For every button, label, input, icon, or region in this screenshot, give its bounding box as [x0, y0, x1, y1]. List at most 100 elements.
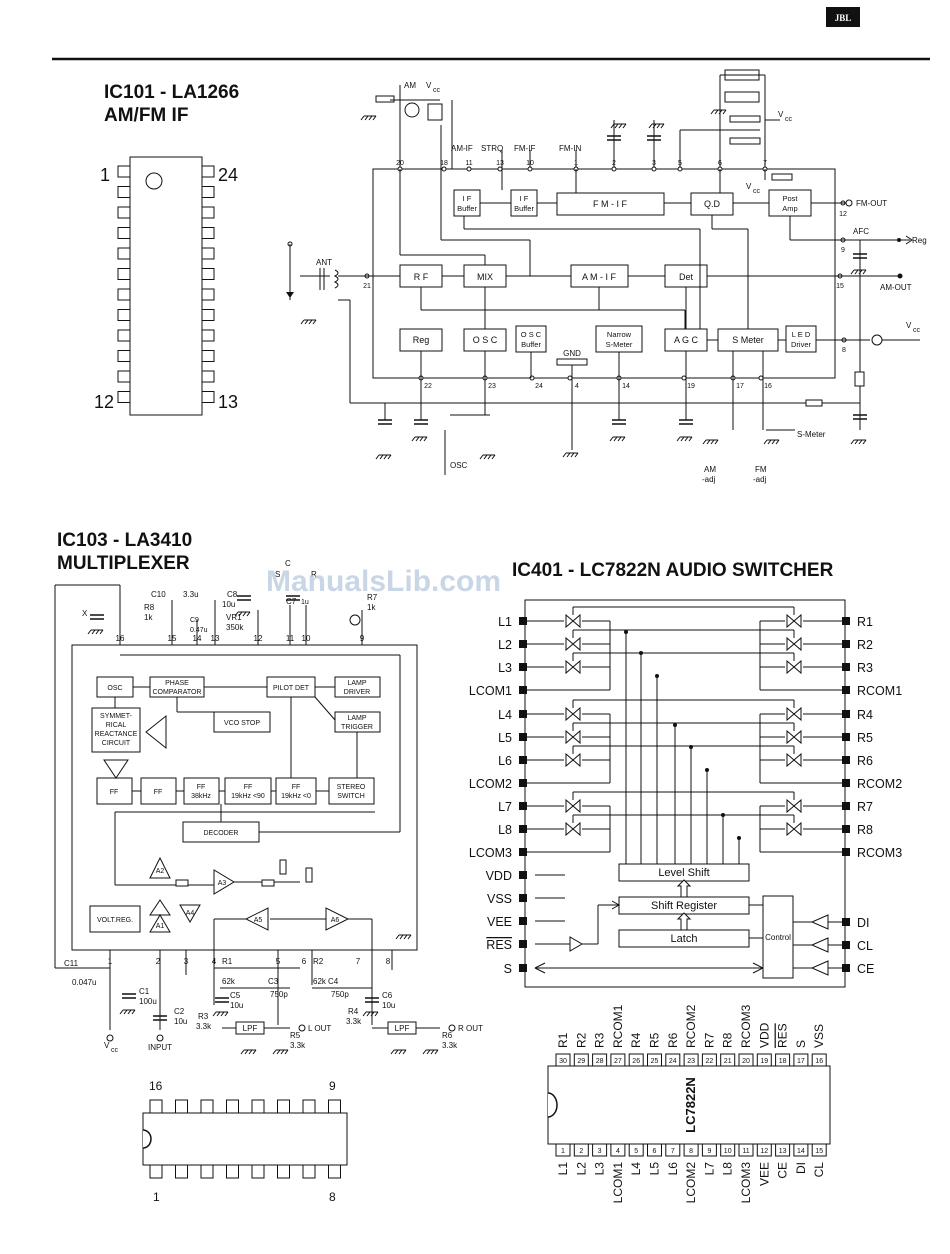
ic103-phase: PHASE	[165, 680, 189, 687]
ic101-fm-adj-b: -adj	[753, 475, 767, 484]
ic401-pkg-bottom-label: L8	[721, 1162, 735, 1176]
ic101-osc-buffer: O S C	[521, 330, 542, 339]
ic401-pkg-bottom-num: 7	[671, 1148, 675, 1155]
ic401-right-pin-label: R5	[857, 731, 873, 745]
ic401-left-pin-marker	[519, 964, 527, 972]
ic103-osc-block: OSC	[107, 685, 122, 692]
ic103-dip-pin	[277, 1164, 290, 1179]
ic401-left-pin-label: L1	[498, 615, 512, 629]
ic401-pkg-top-label: RCOM3	[739, 1004, 753, 1048]
ic401-pkg-bottom-num: 13	[779, 1148, 787, 1155]
ic101-right-pin	[201, 268, 215, 280]
ic101-label-fm-in: FM-IN	[559, 144, 581, 153]
ic103-ff3: FF	[197, 784, 206, 791]
ic101-det-block: Det	[679, 272, 694, 282]
ic401-pkg-top-label: RES	[776, 1023, 790, 1048]
ic101-if-buffer1-b: Buffer	[457, 204, 477, 213]
ic103-dip-pin	[200, 1099, 214, 1114]
ic103-dip-1: 1	[153, 1190, 160, 1204]
ic401-pkg-pin	[573, 1143, 589, 1157]
ic103-component-label: C1	[139, 987, 150, 996]
ic103-component-label: 100u	[139, 997, 157, 1006]
ic103-component-label: 3.3k	[290, 1041, 306, 1050]
ic401-pkg-bottom-num: 10	[724, 1148, 732, 1155]
ic401-right-pin-marker	[842, 848, 850, 856]
ic101-if-buffer2: I F	[520, 194, 529, 203]
ic401-pkg-bottom-num: 11	[742, 1148, 749, 1155]
ic401-pkg-pin	[775, 1053, 791, 1067]
ic401-pkg-pin	[793, 1053, 809, 1067]
ic401-pkg-top-num: 16	[815, 1058, 823, 1065]
ic101-pin-number: 7	[763, 160, 767, 167]
ic101-pin-number: 2	[612, 160, 616, 167]
ic103-component-label: R4	[348, 1007, 359, 1016]
ic103-component-label: C7	[286, 597, 297, 606]
ic401-title: IC401 - LC7822N AUDIO SWITCHER	[512, 560, 834, 581]
ic401-pkg-top-label: R4	[629, 1032, 643, 1048]
ic401-pkg-pin	[775, 1143, 791, 1157]
ic401-pkg-bottom-num: 9	[707, 1148, 711, 1155]
ic103-top-pin-number: 14	[193, 634, 202, 643]
ic101-right-pin	[201, 165, 215, 178]
ic103-component-label: C6	[382, 991, 393, 1000]
ic101-smeter-block: S Meter	[732, 335, 764, 345]
ic103-title: IC103 - LA3410	[57, 530, 192, 551]
ic101-led-driver-b: Driver	[791, 340, 812, 349]
ic103-section: IC103 - LA3410 MULTIPLEXER	[54, 530, 483, 1204]
ic103-dip-pin	[200, 1164, 214, 1179]
ic103-19khz-90: 19kHz <90	[231, 793, 265, 800]
ic401-right-pin-marker	[842, 640, 850, 648]
ic101-pin-number: 12	[839, 211, 847, 218]
ic101-right-pin	[201, 288, 215, 301]
ic103-ff2: FF	[154, 789, 163, 796]
ic103-vcc: V	[104, 1041, 110, 1050]
ic401-left-pin-marker	[519, 663, 527, 671]
ic401-right-pin-marker	[842, 617, 850, 625]
ic103-trigger: TRIGGER	[341, 724, 373, 731]
ic401-pkg-bottom-num: 6	[653, 1148, 657, 1155]
ic103-a2: A2	[156, 868, 165, 875]
ic401-level-shift: Level Shift	[658, 867, 709, 879]
ic401-right-pin-marker	[842, 941, 850, 949]
ic101-pin-number: 10	[526, 160, 534, 167]
ic103-a1: A1	[156, 923, 165, 930]
ic101-right-pin	[201, 350, 215, 362]
ic401-pkg-top-label: R7	[702, 1032, 716, 1048]
ic401-pkg-bottom-label: DI	[794, 1162, 808, 1174]
ic401-left-pin-label: RES	[486, 938, 512, 952]
ic101-pin-number: 4	[575, 383, 579, 390]
ic401-pkg-top-num: 28	[596, 1058, 604, 1065]
ic103-component-label: R7	[367, 593, 378, 602]
ic401-left-pin-marker	[519, 940, 527, 948]
ic101-pin-number: 19	[687, 383, 695, 390]
ic401-left-pin-marker	[519, 848, 527, 856]
ic401-pkg-top-label: RCOM1	[611, 1004, 625, 1048]
ic103-component-label: 0.047u	[72, 978, 96, 987]
ic401-pkg-pin	[701, 1143, 717, 1157]
ic101-pin-12-label: 12	[94, 392, 114, 412]
ic101-section: IC101 - LA1266 AM/FM IF 1 24 12 13	[94, 69, 927, 484]
ic101-pin-number: 1	[574, 160, 578, 167]
ic401-right-pin-label: R6	[857, 754, 873, 768]
ic401-left-pin-label: L6	[498, 754, 512, 768]
ic103-circuit: CIRCUIT	[102, 740, 131, 747]
ic401-pkg-pin	[665, 1143, 681, 1157]
ic101-osc-label: OSC	[450, 461, 468, 470]
ic103-vco-stop: VCO STOP	[224, 720, 260, 727]
ic101-left-pin	[117, 227, 131, 239]
ic401-pkg-top-num: 26	[632, 1058, 640, 1065]
ic103-component-label: 3.3k	[346, 1017, 362, 1026]
ic401-pkg-top-num: 27	[614, 1058, 622, 1065]
ic103-dip-pin	[328, 1164, 341, 1179]
ic103-comparator: COMPARATOR	[152, 689, 201, 696]
ic103-bottom-pin-number: 4	[212, 957, 217, 966]
ic101-right-pin	[201, 329, 215, 342]
ic401-pkg-pin	[811, 1143, 827, 1157]
ic401-pkg-pin	[683, 1143, 699, 1157]
ic401-pkg-top-label: R6	[666, 1032, 680, 1048]
ic401-pkg-pin	[592, 1143, 608, 1157]
ic401-pkg-pin	[720, 1053, 736, 1067]
ic401-pkg-bottom-num: 14	[797, 1148, 805, 1155]
ic401-pkg-pin	[647, 1053, 662, 1067]
ic103-lpf-left: LPF	[243, 1024, 258, 1033]
